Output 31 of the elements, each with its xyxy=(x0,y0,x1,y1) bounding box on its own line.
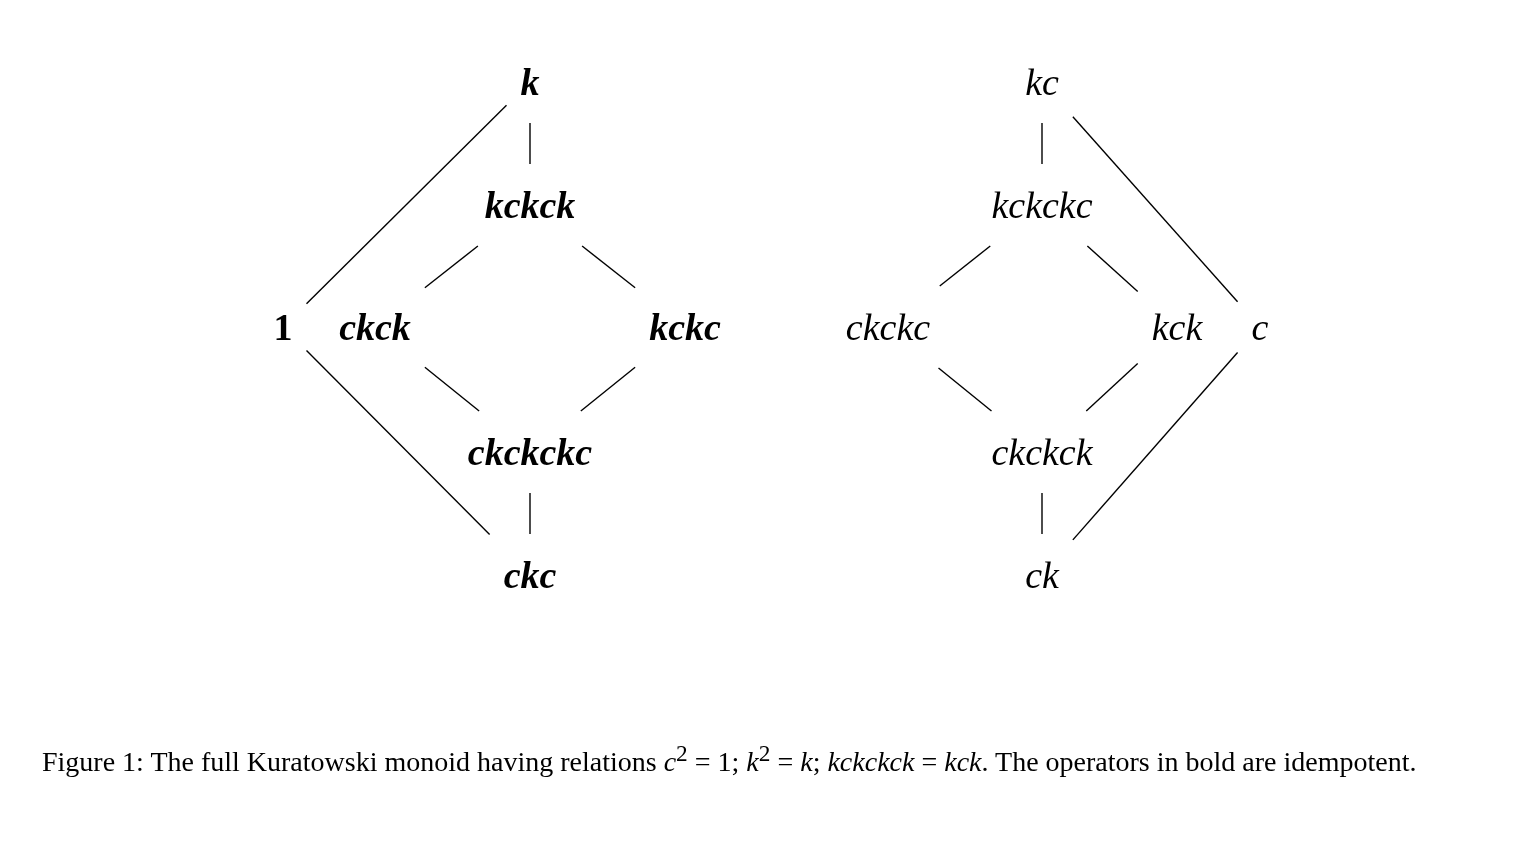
connector-line xyxy=(1041,492,1043,535)
operator-label: kc xyxy=(1011,41,1073,123)
figure-caption: Figure 1: The full Kuratowski monoid having relations c$^{2}$ = 1; k$^{2}$ = k; kckckck = kck. The operators in bold are idempotent. xyxy=(42,739,1418,780)
connector-line xyxy=(939,245,991,287)
operator-label: ckckck xyxy=(977,411,1107,493)
connector-line xyxy=(1072,351,1239,541)
connector-line xyxy=(1072,116,1239,303)
operator-label: ckckckc xyxy=(453,411,607,493)
operator-label: ckc xyxy=(489,534,571,616)
connector-line xyxy=(1041,122,1043,165)
connector-line xyxy=(529,122,531,165)
connector-line xyxy=(1085,362,1139,412)
connector-line xyxy=(937,367,993,412)
operator-label: 1 xyxy=(259,286,307,368)
connector-line xyxy=(305,104,508,305)
operator-label: k xyxy=(506,41,554,123)
operator-label: c xyxy=(1237,286,1283,368)
connector-line xyxy=(1086,245,1139,293)
connector-line xyxy=(424,245,479,289)
operator-label: ckckc xyxy=(831,286,945,368)
operator-label: ck xyxy=(1011,534,1073,616)
operator-label: kckckc xyxy=(977,164,1107,246)
connector-line xyxy=(529,492,531,535)
connector-line xyxy=(424,366,480,412)
connector-line xyxy=(305,349,491,536)
operator-label: kck xyxy=(1137,286,1217,368)
operator-label: kckc xyxy=(635,286,735,368)
operator-label: kckck xyxy=(470,164,590,246)
connector-line xyxy=(581,245,636,289)
connector-line xyxy=(580,366,636,412)
operator-label: ckck xyxy=(325,286,425,368)
